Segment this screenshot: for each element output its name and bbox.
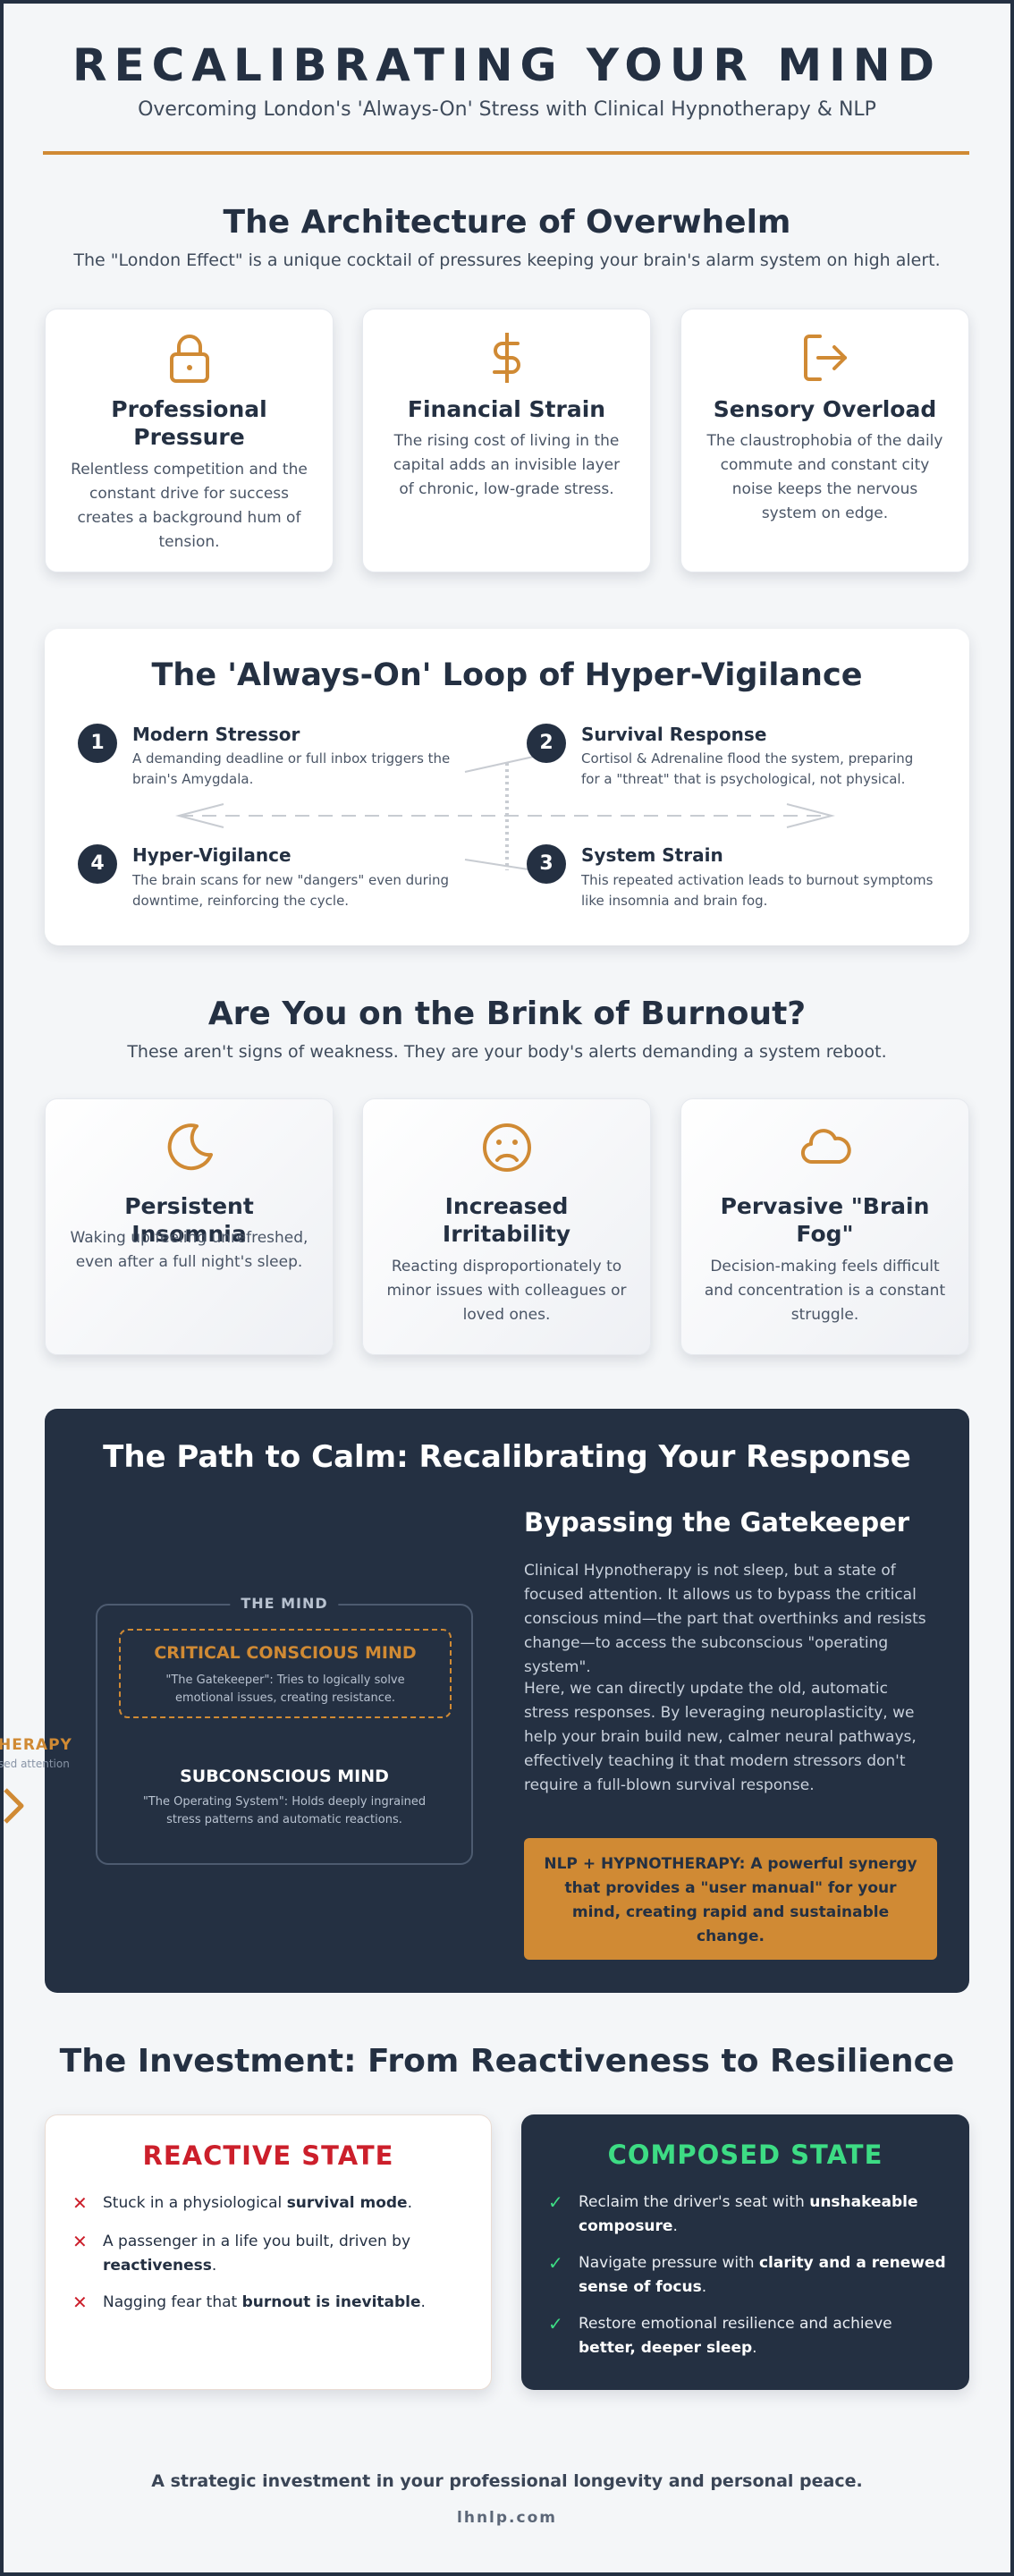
pressure-card: Professional Pressure Relentless competi… xyxy=(45,309,334,572)
step-title: Modern Stressor xyxy=(132,724,300,745)
hypnotherapy-label: HERAPY xyxy=(0,1736,72,1754)
step-number: 4 xyxy=(78,844,117,884)
step-text: A demanding deadline or full inbox trigg… xyxy=(132,750,451,787)
card-text: Waking up feeling unrefreshed, even afte… xyxy=(70,1229,308,1271)
architecture-title: The Architecture of Overwhelm xyxy=(223,204,791,241)
mind-diagram: THE MIND CRITICAL CONSCIOUS MIND "The Ga… xyxy=(96,1595,473,1865)
cross-icon: ✕ xyxy=(72,2192,88,2214)
step-number: 2 xyxy=(527,724,566,763)
critical-mind-text: "The Gatekeeper": Tries to logically sol… xyxy=(165,1674,405,1705)
card-title: Sensory Overload xyxy=(713,396,937,422)
mind-label: THE MIND xyxy=(230,1595,339,1612)
path-title: The Path to Calm: Recalibrating Your Res… xyxy=(103,1439,911,1475)
step-number: 3 xyxy=(527,844,566,884)
loop-title: The 'Always-On' Loop of Hyper-Vigilance xyxy=(151,657,863,693)
hypnotherapy-sublabel: sed attention xyxy=(0,1758,70,1770)
check-icon: ✓ xyxy=(548,2191,563,2213)
footer-tagline: A strategic investment in your professio… xyxy=(151,2471,863,2491)
path-section: The Path to Calm: Recalibrating Your Res… xyxy=(0,1409,969,1993)
loop-panel: The 'Always-On' Loop of Hyper-Vigilance … xyxy=(45,629,969,945)
card-text: The claustrophobia of the daily commute … xyxy=(706,432,943,522)
insomnia-card: Persistent Insomnia Waking up feeling un… xyxy=(45,1098,334,1355)
lock-icon xyxy=(169,335,209,383)
brain-fog-card: Pervasive "Brain Fog" Decision-making fe… xyxy=(680,1098,969,1355)
reactive-state-card: REACTIVE STATE ✕ Stuck in a physiologica… xyxy=(45,2114,492,2390)
card-title: Professional Pressure xyxy=(111,396,267,450)
card-text: The rising cost of living in the capital… xyxy=(393,432,621,498)
irritability-card: Increased Irritability Reacting dispropo… xyxy=(362,1098,651,1355)
card-title: Pervasive "Brain Fog" xyxy=(720,1193,930,1247)
page-subtitle: Overcoming London's 'Always-On' Stress w… xyxy=(138,98,876,121)
card-text: Reacting disproportionately to minor iss… xyxy=(386,1258,627,1324)
card-text: Decision-making feels difficult and conc… xyxy=(704,1258,946,1324)
card-title: Increased Irritability xyxy=(442,1193,571,1247)
step-text: This repeated activation leads to burnou… xyxy=(581,872,934,909)
step-title: Hyper-Vigilance xyxy=(132,844,292,866)
exit-icon xyxy=(803,335,847,381)
gatekeeper-paragraph-1: Clinical Hypnotherapy is not sleep, but … xyxy=(524,1562,926,1676)
gatekeeper-paragraph-2: Here, we can directly update the old, au… xyxy=(524,1680,917,1794)
sensory-card: Sensory Overload The claustrophobia of t… xyxy=(680,309,969,572)
check-icon: ✓ xyxy=(548,2313,563,2334)
moon-icon xyxy=(167,1123,213,1171)
card-text: Relentless competition and the constant … xyxy=(71,461,308,551)
investment-title: The Investment: From Reactiveness to Res… xyxy=(59,2043,955,2080)
critical-mind-title: CRITICAL CONSCIOUS MIND xyxy=(154,1643,417,1663)
frown-icon xyxy=(482,1123,531,1172)
step-number: 1 xyxy=(78,724,117,763)
reactive-title: REACTIVE STATE xyxy=(142,2140,394,2171)
critical-mind-box: CRITICAL CONSCIOUS MIND "The Gatekeeper"… xyxy=(119,1629,452,1718)
subconscious-title: SUBCONSCIOUS MIND xyxy=(180,1767,389,1786)
page-title: RECALIBRATING YOUR MIND xyxy=(72,39,942,91)
step-text: The brain scans for new "dangers" even d… xyxy=(132,872,450,909)
step-title: System Strain xyxy=(581,844,723,866)
step-text: Cortisol & Adrenaline flood the system, … xyxy=(581,750,914,787)
step-title: Survival Response xyxy=(581,724,767,745)
arrow-right-icon xyxy=(4,1788,24,1824)
architecture-subtitle: The "London Effect" is a unique cocktail… xyxy=(73,250,941,270)
burnout-title: Are You on the Brink of Burnout? xyxy=(207,996,807,1032)
cloud-icon xyxy=(800,1129,851,1165)
composed-title: COMPOSED STATE xyxy=(607,2140,883,2170)
check-icon: ✓ xyxy=(548,2252,563,2274)
gatekeeper-heading: Bypassing the Gatekeeper xyxy=(524,1507,910,1538)
composed-state-card: COMPOSED STATE ✓ Reclaim the driver's se… xyxy=(521,2114,969,2390)
dollar-icon xyxy=(492,333,520,383)
synergy-callout: NLP + HYPNOTHERAPY: A powerful synergy t… xyxy=(524,1838,937,1960)
header-divider xyxy=(43,151,969,155)
financial-card: Financial Strain The rising cost of livi… xyxy=(362,309,651,572)
subconscious-text: "The Operating System": Holds deeply ing… xyxy=(142,1795,427,1826)
card-title: Financial Strain xyxy=(407,396,606,422)
burnout-subtitle: These aren't signs of weakness. They are… xyxy=(127,1042,887,1062)
cross-icon: ✕ xyxy=(72,2292,88,2313)
footer-url[interactable]: lhnlp.com xyxy=(457,2509,557,2527)
cross-icon: ✕ xyxy=(72,2231,88,2252)
card-title: Persistent Insomnia xyxy=(124,1193,254,1247)
